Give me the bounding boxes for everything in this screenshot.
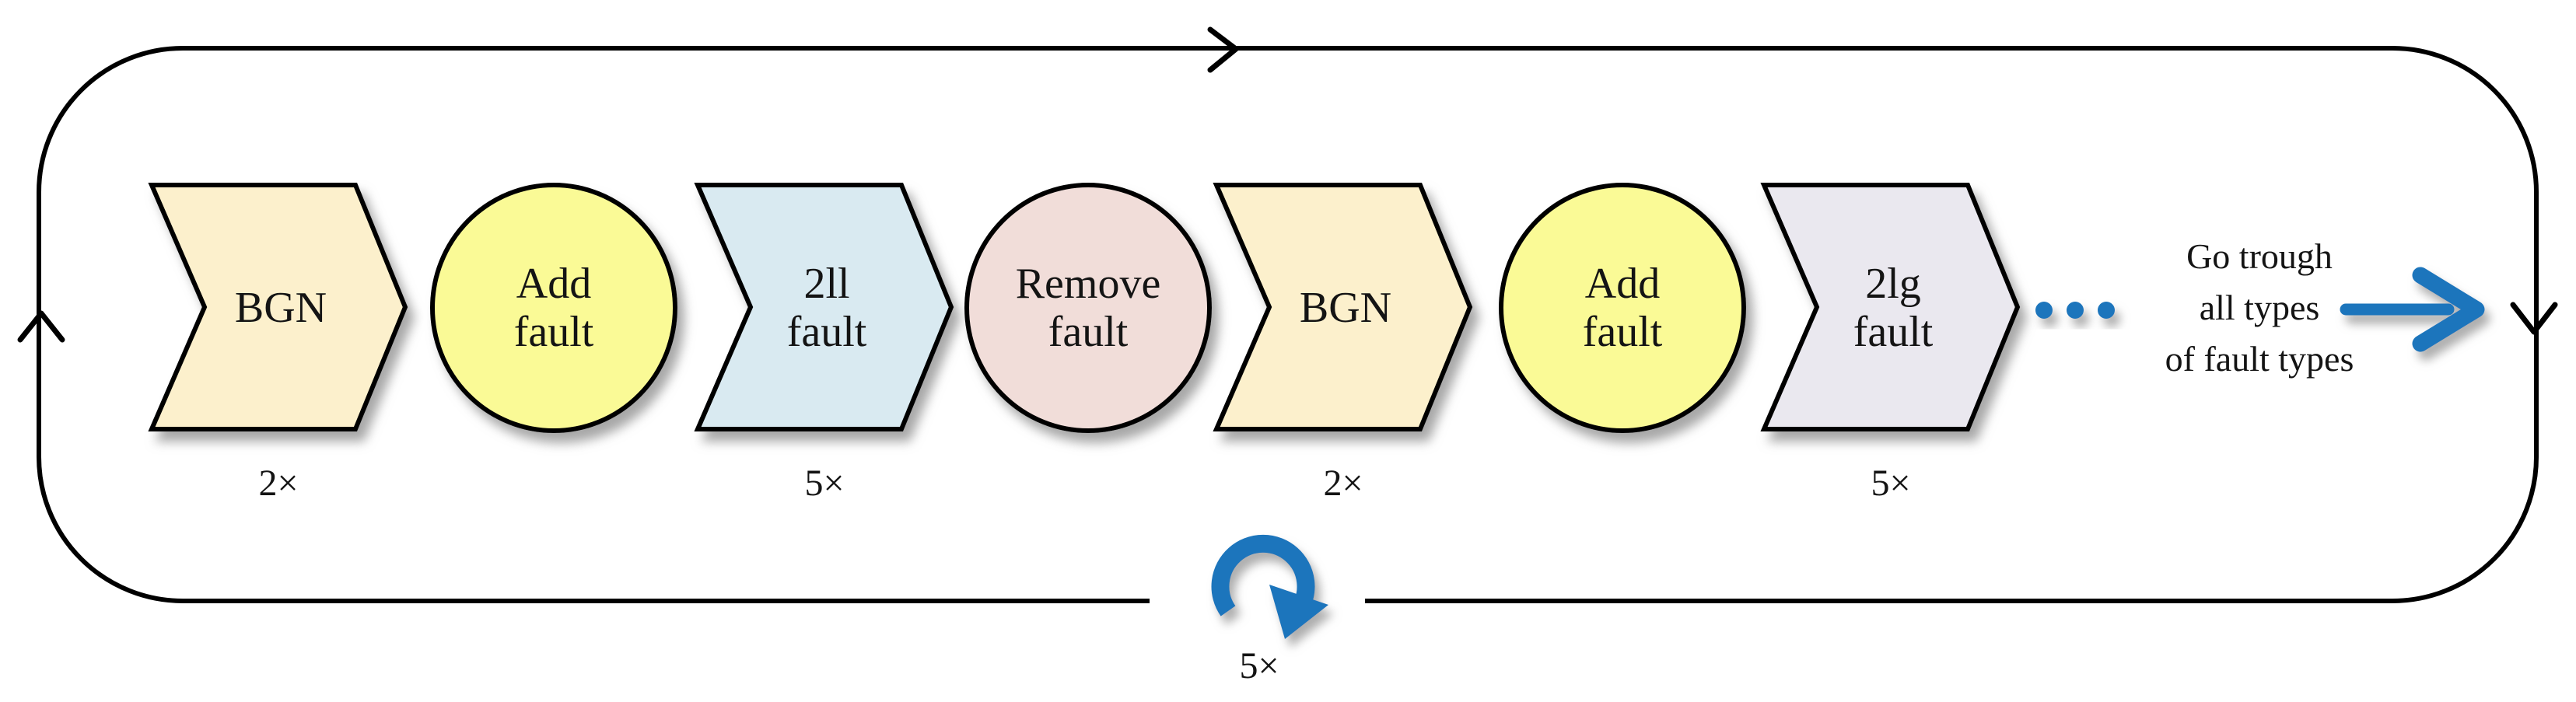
ellipsis-dots-icon [2035, 302, 2115, 319]
chevron-2ll-fault [694, 183, 954, 431]
continue-arrow-icon [2340, 267, 2485, 352]
chevron-bgn-2 [1213, 183, 1473, 431]
chevron-2lg-fault [1760, 183, 2021, 431]
circle-remove-fault [964, 183, 1212, 433]
left-up-arrowhead-icon [17, 310, 65, 343]
outer-loop-border [37, 46, 2539, 603]
repeat-loop-icon [1211, 534, 1328, 639]
right-down-arrowhead-icon [2510, 302, 2558, 335]
circle-add-fault-1 [430, 183, 677, 433]
circle-add-fault-2 [1499, 183, 1746, 433]
chevron-bgn-1 [148, 183, 408, 431]
top-right-arrowhead-icon [1207, 26, 1239, 73]
